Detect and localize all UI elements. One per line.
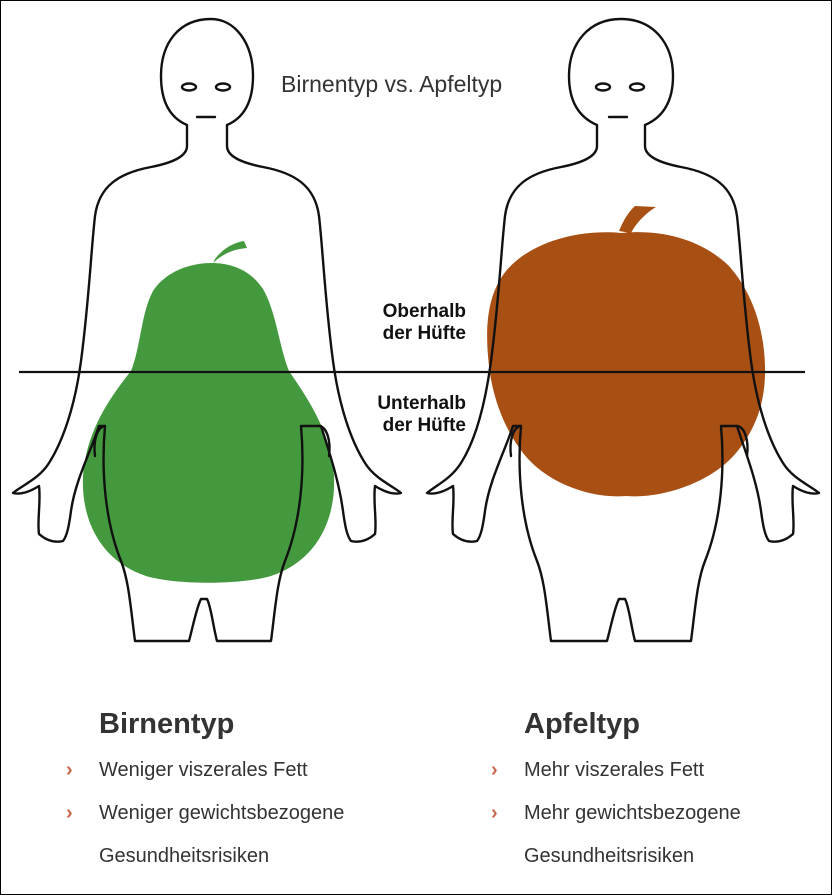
hip-above-line2: der Hüfte [326, 323, 466, 345]
chevron-right-icon: › [491, 792, 498, 835]
chevron-right-icon: › [491, 749, 498, 792]
pear-bullet-2-continuation: Gesundheitsrisiken [66, 835, 344, 878]
apple-type-list: › Mehr viszerales Fett › Mehr gewichtsbe… [491, 749, 741, 878]
hip-below-label: Unterhalb der Hüfte [326, 393, 466, 437]
apple-bullet-2: › Mehr gewichtsbezogene [491, 792, 741, 835]
pear-bullet-1: › Weniger viszerales Fett [66, 749, 344, 792]
apple-bullet-2-text: Mehr gewichtsbezogene [524, 802, 741, 824]
hip-above-label: Oberhalb der Hüfte [326, 301, 466, 345]
pear-type-list: › Weniger viszerales Fett › Weniger gewi… [66, 749, 344, 878]
chevron-right-icon: › [66, 792, 73, 835]
hip-below-line1: Unterhalb [326, 393, 466, 415]
apple-bullet-1-text: Mehr viszerales Fett [524, 759, 704, 781]
apple-bullet-1: › Mehr viszerales Fett [491, 749, 741, 792]
hip-above-line1: Oberhalb [326, 301, 466, 323]
chevron-right-icon: › [66, 749, 73, 792]
hip-below-line2: der Hüfte [326, 415, 466, 437]
pear-bullet-1-text: Weniger viszerales Fett [99, 759, 308, 781]
pear-stem [213, 241, 247, 263]
pear-shape [83, 241, 334, 583]
apple-type-heading: Apfeltyp [524, 704, 741, 749]
pear-type-section: Birnentyp › Weniger viszerales Fett › We… [66, 704, 344, 878]
apple-bullet-2-continuation: Gesundheitsrisiken [491, 835, 741, 878]
apple-stem [619, 206, 656, 233]
pear-bullet-2-text: Weniger gewichtsbezogene [99, 802, 344, 824]
apple-type-section: Apfeltyp › Mehr viszerales Fett › Mehr g… [491, 704, 741, 878]
pear-bullet-2: › Weniger gewichtsbezogene [66, 792, 344, 835]
pear-type-heading: Birnentyp [99, 704, 344, 749]
diagram-title: Birnentyp vs. Apfeltyp [281, 71, 502, 98]
